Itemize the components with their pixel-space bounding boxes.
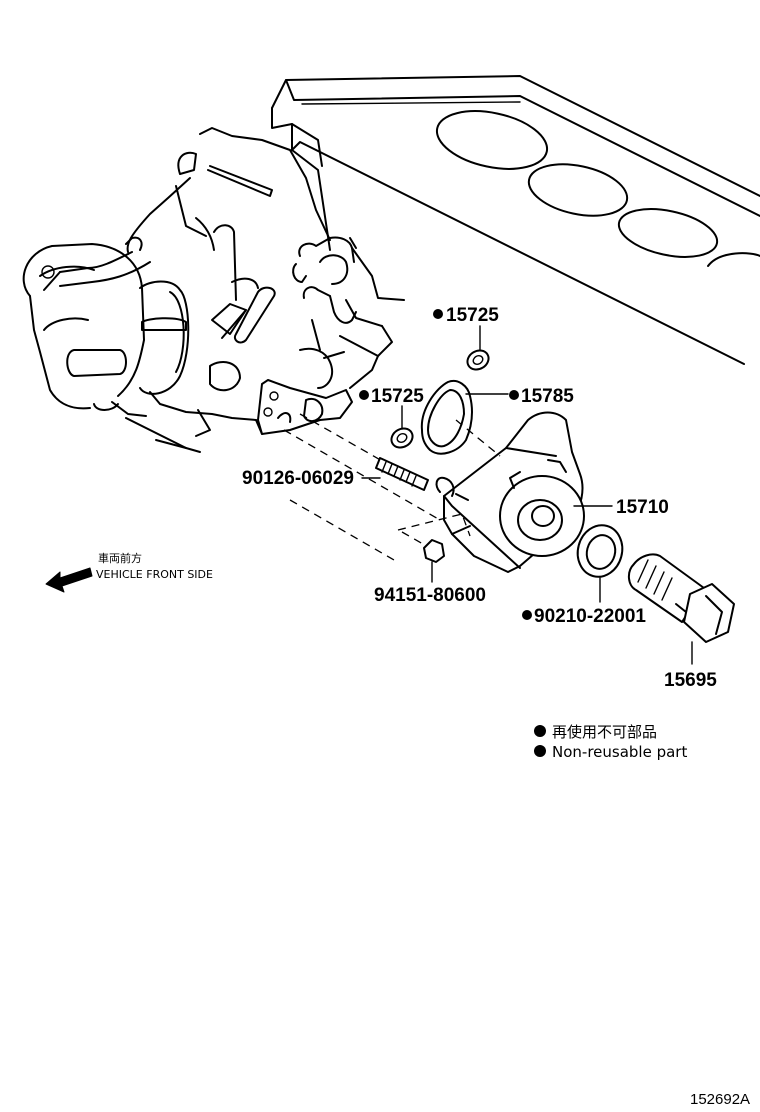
part-number: 90126-06029 (242, 468, 354, 489)
part-label-15695[interactable]: 15695 (664, 670, 717, 691)
non-reusable-marker (522, 610, 532, 620)
non-reusable-marker (359, 390, 369, 400)
part-number: 15725 (371, 386, 424, 407)
part-number: 94151-80600 (374, 585, 486, 606)
direction-label-jp: 車両前方 (98, 551, 142, 565)
part-label-15710[interactable]: 15710 (616, 497, 669, 518)
oil-filter-bracket-drawing (375, 349, 735, 643)
part-number: 15785 (521, 386, 574, 407)
part-number: 15725 (446, 305, 499, 326)
part-label-15725-lower[interactable]: 15725 (359, 386, 424, 407)
part-label-15785[interactable]: 15785 (509, 386, 574, 407)
vehicle-front-indicator: 車両前方 VEHICLE FRONT SIDE (45, 551, 213, 593)
part-label-90126-06029[interactable]: 90126-06029 (242, 468, 354, 489)
legend-en: Non-reusable part (552, 743, 687, 761)
direction-label-en: VEHICLE FRONT SIDE (96, 568, 213, 581)
part-label-15725-upper[interactable]: 15725 (433, 305, 499, 326)
non-reusable-marker-icon (534, 725, 546, 737)
part-label-90210-22001[interactable]: 90210-22001 (522, 606, 646, 627)
non-reusable-marker (509, 390, 519, 400)
legend: 再使用不可部品 Non-reusable part (534, 723, 687, 761)
non-reusable-marker (433, 309, 443, 319)
part-number: 15695 (664, 670, 717, 691)
arrow-left-icon (45, 567, 93, 593)
legend-jp: 再使用不可部品 (552, 723, 657, 741)
part-number: 90210-22001 (534, 606, 646, 627)
leader-lines (361, 325, 693, 665)
part-label-94151-80600[interactable]: 94151-80600 (374, 585, 486, 606)
part-number: 15710 (616, 497, 669, 518)
non-reusable-marker-icon (534, 745, 546, 757)
catalog-number: 152692A (690, 1091, 750, 1108)
engine-block-drawing (22, 75, 760, 561)
